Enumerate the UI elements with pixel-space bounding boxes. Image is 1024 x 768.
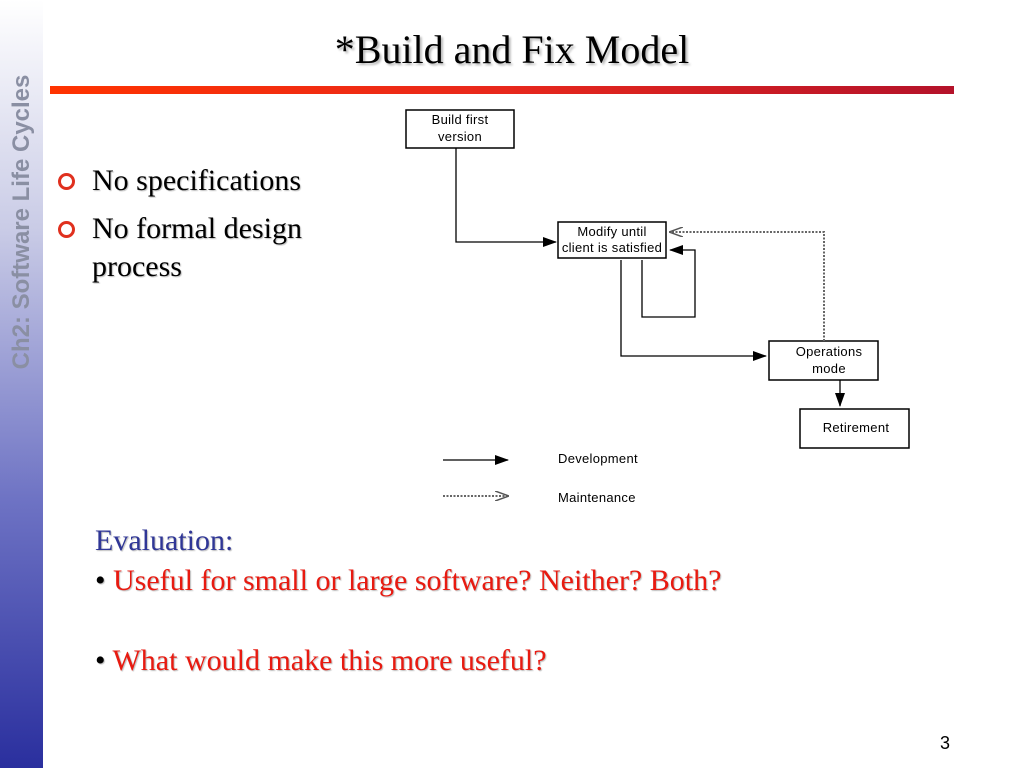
- bullet-circle-icon: [58, 173, 75, 190]
- edge-modify-to-operations: [620, 260, 767, 361]
- node-retirement: [799, 408, 910, 449]
- evaluation-bullet: •: [95, 644, 106, 677]
- edge-modify-loop: [641, 245, 696, 318]
- node-operations-label-1: Operations: [796, 344, 863, 359]
- slide-title: *Build and Fix Model: [334, 27, 690, 72]
- page-number: 3: [940, 733, 951, 753]
- node-build-label-2: version: [438, 129, 482, 144]
- bullet-circle-icon: [58, 221, 75, 238]
- bullet-item: No formal design process: [55, 210, 392, 286]
- node-operations-label-2: mode: [812, 361, 846, 376]
- node-modify-label-2: client is satisfied: [562, 240, 662, 255]
- evaluation-question-1-text: Useful for small or large software? Neit…: [113, 564, 722, 597]
- node-retirement-label: Retirement: [823, 420, 890, 435]
- node-build-label-1: Build first: [432, 112, 489, 127]
- evaluation-heading: Evaluation:: [95, 524, 234, 557]
- bullet-list: No specifications No formal design proce…: [55, 162, 392, 296]
- bullet-text: No formal design process: [92, 212, 302, 283]
- evaluation-question-2: • What would make this more useful?: [95, 641, 721, 681]
- bullet-item: No specifications: [55, 162, 392, 200]
- edge-build-to-modify: [455, 148, 557, 247]
- node-operations-mode: [768, 340, 879, 381]
- evaluation-question-1: • Useful for small or large software? Ne…: [95, 561, 721, 601]
- evaluation-bullet: •: [95, 564, 106, 597]
- node-modify-until-satisfied: [557, 221, 667, 259]
- bullet-text: No specifications: [92, 164, 302, 197]
- legend-development-label: Development: [558, 451, 638, 466]
- evaluation-question-2-text: What would make this more useful?: [112, 644, 547, 677]
- sidebar-banner: Ch2: Software Life Cycles: [0, 0, 43, 768]
- title-divider: [50, 86, 954, 94]
- node-modify-label-1: Modify until: [577, 224, 646, 239]
- node-build-first-version: [405, 109, 515, 149]
- edge-operations-to-modify-maintenance: [670, 232, 825, 341]
- legend-maintenance-label: Maintenance: [558, 490, 636, 505]
- evaluation-section: Evaluation: • Useful for small or large …: [95, 521, 721, 681]
